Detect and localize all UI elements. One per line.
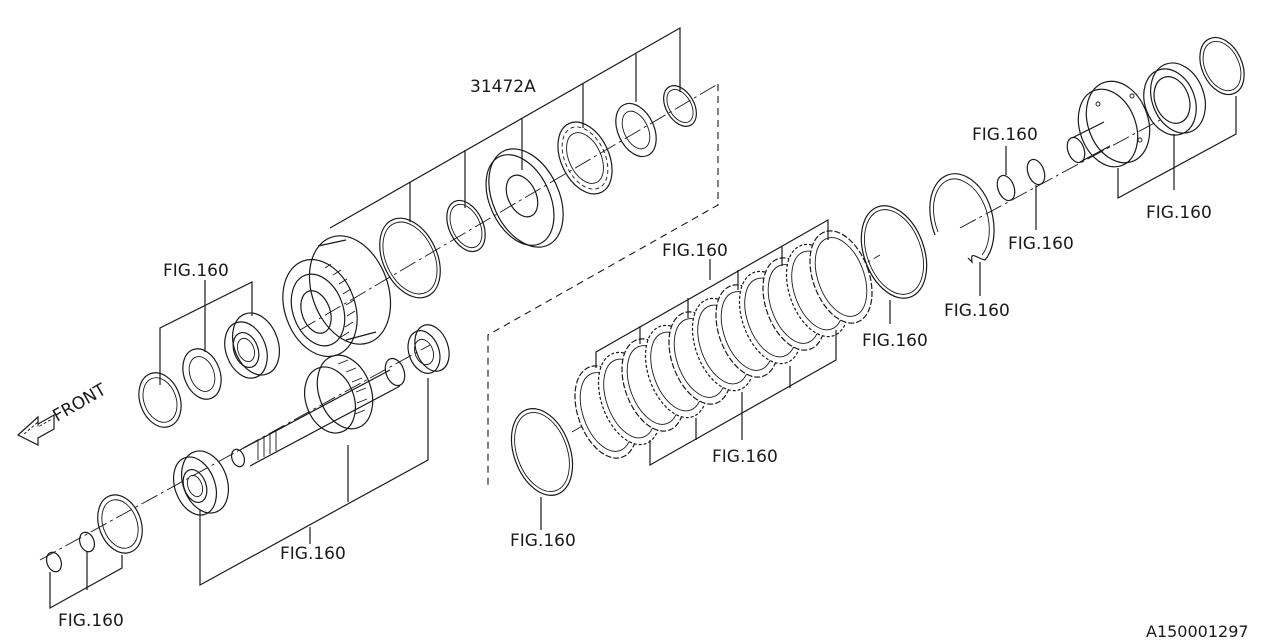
snap-ring-right-2	[1026, 158, 1046, 186]
clutch-hub-flange	[1066, 80, 1151, 168]
bearing-right	[1143, 62, 1206, 136]
retaining-ring-clutch	[510, 408, 574, 496]
seal-ring-far-right	[1199, 36, 1245, 96]
axis-line-right	[959, 119, 1161, 229]
fig-ref-clutch-bottom: FIG.160	[712, 447, 778, 467]
part-number-31472A: 31472A	[470, 77, 536, 97]
bracket-clutch-bottom	[649, 330, 837, 467]
fig-ref-lower-left: FIG.160	[58, 611, 124, 631]
front-arrow-icon	[16, 413, 55, 446]
spring-retainer	[615, 102, 657, 158]
bearing-lower-left	[172, 450, 229, 516]
fig-ref-clutch-top: FIG.160	[662, 241, 728, 261]
fig-ref-lower-middle: FIG.160	[280, 544, 346, 564]
axis-line-upper	[299, 83, 719, 331]
bracket-lower-middle	[199, 378, 429, 587]
front-label: FRONT	[50, 380, 111, 427]
bracket-31472A	[329, 26, 681, 229]
snap-ring-open	[929, 173, 995, 264]
axis-line-lower	[39, 344, 431, 561]
fig-ref-pressure-plate: FIG.160	[862, 331, 928, 351]
clutch-drum-gear	[282, 235, 392, 358]
diagram-code: A150001297	[1146, 622, 1249, 640]
pressure-plate-ring	[860, 205, 928, 299]
bearing-lower-right	[407, 324, 450, 374]
thrust-washer-left	[182, 348, 222, 400]
fig-ref-snap-ring-right-2: FIG.160	[1008, 234, 1074, 254]
snap-ring-upper-right	[663, 85, 697, 127]
shim-ring-left	[138, 372, 182, 428]
bracket-right	[1117, 96, 1237, 200]
snap-ring-right-1	[996, 174, 1016, 202]
piston	[485, 148, 564, 248]
bracket-lower-left	[49, 552, 123, 610]
seal-ring-lower-large	[97, 494, 143, 554]
clutch-plates	[574, 230, 873, 459]
bearing-upper-left	[224, 312, 280, 379]
snap-ring-lower-mid	[78, 531, 96, 553]
fig-ref-snap-ring-right-1: FIG.160	[972, 125, 1038, 145]
fig-ref-right: FIG.160	[1146, 203, 1212, 223]
snap-ring-lower-small	[45, 551, 63, 573]
fig-ref-left-upper: FIG.160	[163, 261, 229, 281]
seal-ring-large	[379, 217, 441, 299]
fig-ref-retaining-ring: FIG.160	[510, 531, 576, 551]
seal-ring-small	[446, 199, 486, 253]
output-shaft	[230, 354, 406, 468]
bracket-clutch-top	[595, 218, 829, 368]
bracket-left-upper	[159, 280, 253, 385]
fig-ref-snap-ring-open: FIG.160	[944, 301, 1010, 321]
assembly-dashed-outline	[487, 84, 719, 485]
return-spring	[557, 121, 613, 195]
